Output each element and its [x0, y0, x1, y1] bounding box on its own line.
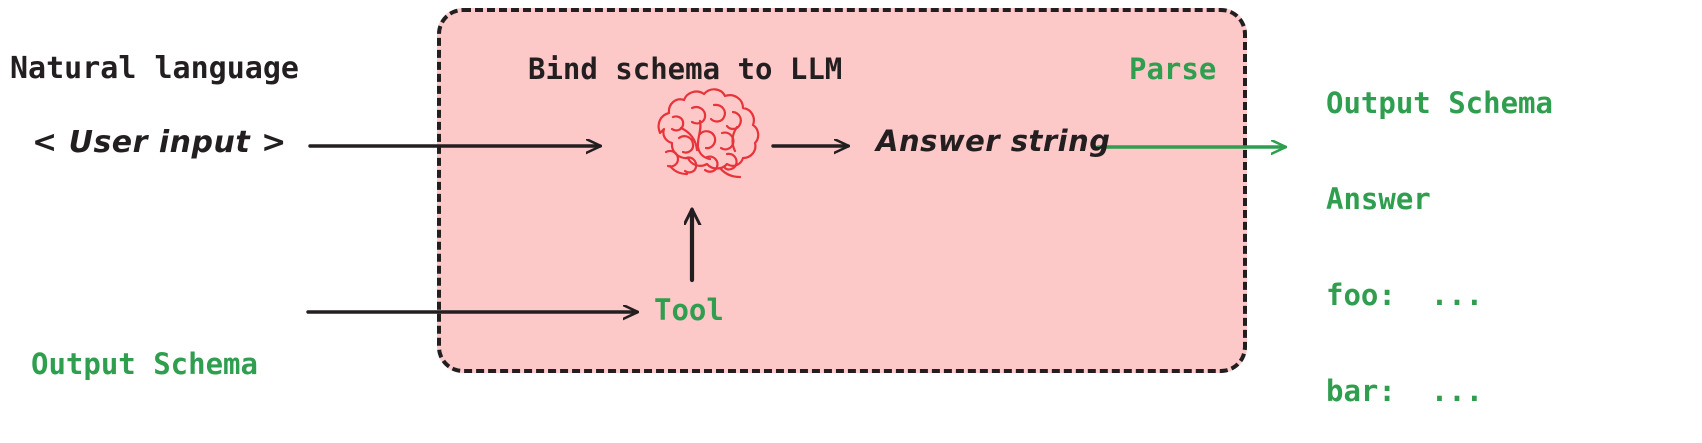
- output-schema-field-bar: bar: ...: [1326, 374, 1484, 408]
- input-schema-heading: Output Schema: [31, 347, 258, 381]
- natural-language-heading: Natural language: [10, 51, 299, 86]
- parse-label: Parse: [1129, 52, 1217, 86]
- output-schema-heading: Output Schema: [1326, 86, 1553, 120]
- input-output-schema-block: Output Schema foo: ... bar: ...: [31, 292, 258, 443]
- bind-schema-label: Bind schema to LLM: [528, 52, 843, 86]
- answer-string-label: Answer string: [876, 124, 1111, 158]
- output-schema-block: Output Schema Answer foo: ... bar: ...: [1326, 31, 1553, 443]
- user-input-text: < User input >: [32, 125, 287, 160]
- output-schema-field-answer: Answer: [1326, 182, 1431, 216]
- output-schema-field-foo: foo: ...: [1326, 278, 1484, 312]
- tool-label: Tool: [654, 293, 724, 327]
